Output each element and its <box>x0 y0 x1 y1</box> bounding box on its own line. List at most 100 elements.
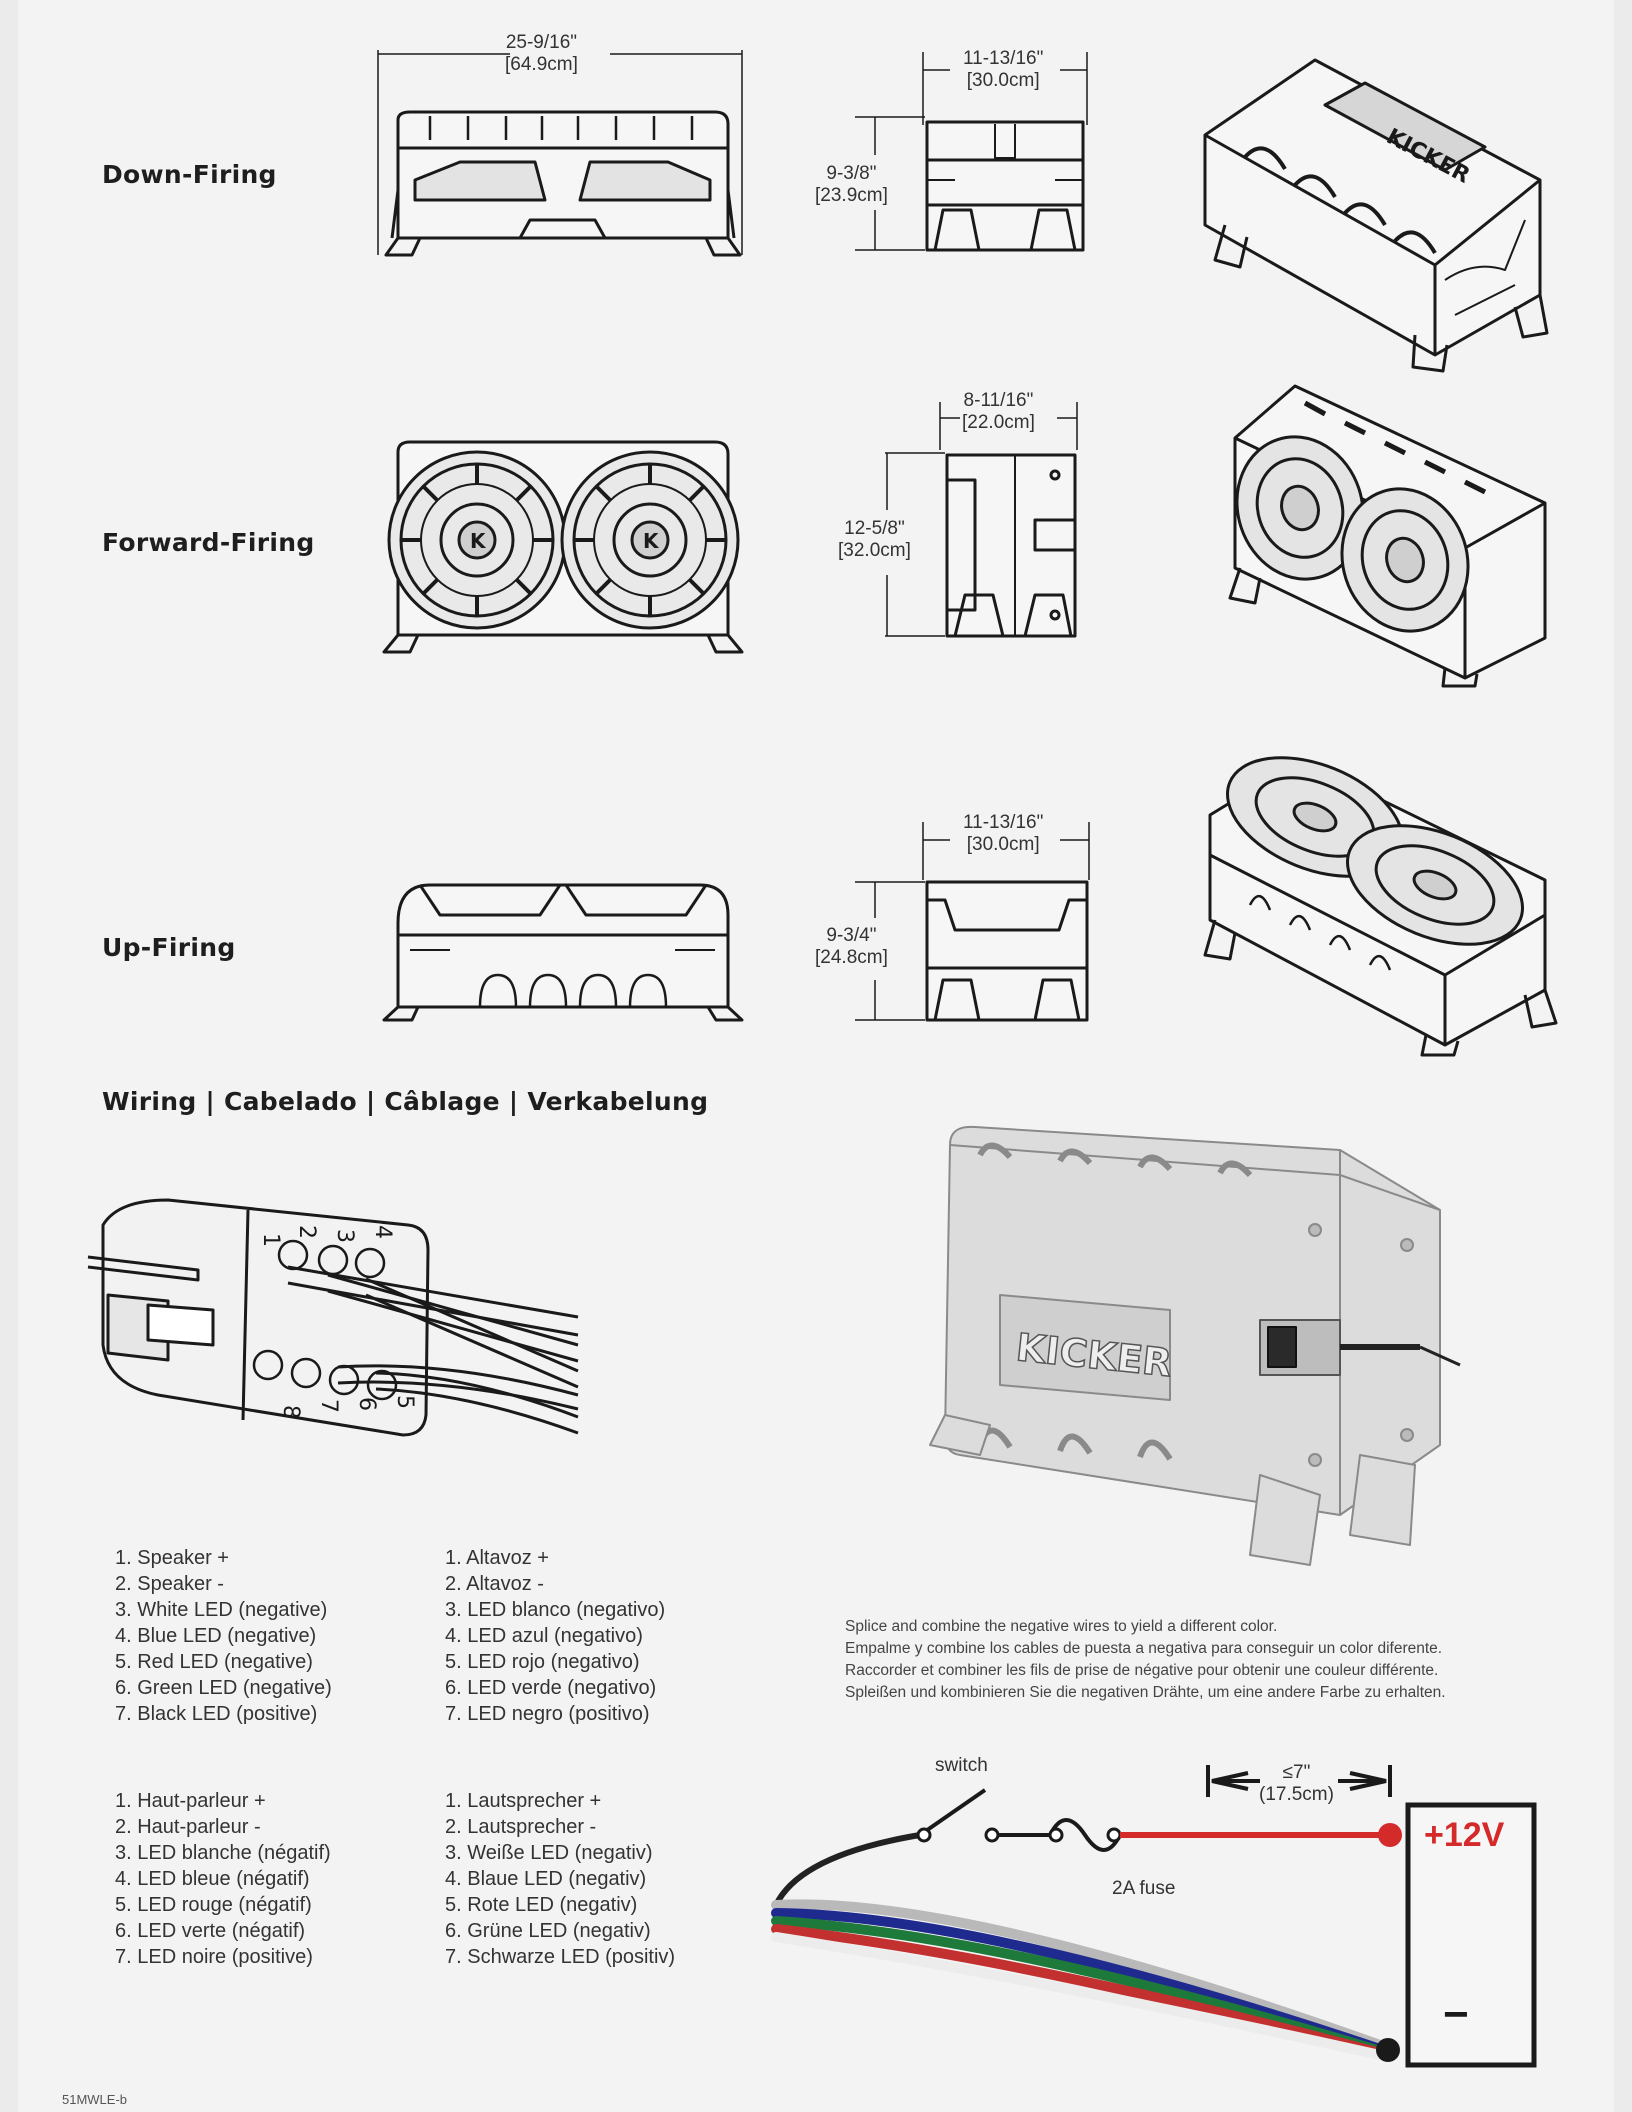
list-item: 5. LED rouge (négatif) <box>115 1894 312 1916</box>
wiring-list-french: 1. Haut-parleur + 2. Haut-parleur - 3. L… <box>115 1788 331 1970</box>
distance-inches: ≤7" <box>1282 1762 1311 1783</box>
dimension-inches: 8-11/16" <box>963 390 1034 411</box>
distance-label: ≤7" (17.5cm) <box>1259 1762 1334 1806</box>
list-item: 4. Blaue LED (negativ) <box>445 1868 647 1890</box>
down-firing-iso-view: KICKER <box>1203 58 1549 373</box>
up-firing-front-view <box>382 883 744 1022</box>
connector-pin-label: 2 <box>294 1225 319 1239</box>
list-item: 6. Green LED (negative) <box>115 1677 332 1699</box>
up-firing-depth-dimension: 11-13/16" [30.0cm] <box>963 812 1043 856</box>
list-item: 1. Lautsprecher + <box>445 1790 602 1812</box>
forward-firing-side-view <box>885 402 1078 638</box>
dimension-inches: 11-13/16" <box>963 48 1044 69</box>
connector-pin-label: 7 <box>316 1399 341 1413</box>
distance-cm: (17.5cm) <box>1259 1784 1334 1805</box>
connector-pin-label: 1 <box>258 1233 283 1247</box>
forward-firing-heading: Forward-Firing <box>102 528 315 557</box>
fuse-label: 2A fuse <box>1112 1878 1176 1899</box>
list-item: 2. Lautsprecher - <box>445 1816 597 1838</box>
enclosure-wiring-illustration: KICKER <box>929 1125 1461 1566</box>
wiring-connector-illustration: 1 2 3 4 5 6 7 8 <box>87 1198 579 1437</box>
manual-page <box>18 0 1614 2112</box>
svg-text:K: K <box>470 529 487 553</box>
document-code: 51MWLE-b <box>62 2092 128 2107</box>
forward-firing-depth-dimension: 8-11/16" [22.0cm] <box>962 390 1035 434</box>
forward-firing-iso-view <box>1228 384 1547 688</box>
dimension-cm: [30.0cm] <box>966 70 1040 91</box>
splice-note-line: Spleißen und kombinieren Sie die negativ… <box>845 1684 1446 1701</box>
down-firing-heading: Down-Firing <box>102 160 277 189</box>
down-firing-depth-dimension: 11-13/16" [30.0cm] <box>963 48 1043 92</box>
list-item: 1. Altavoz + <box>445 1547 549 1569</box>
list-item: 7. LED noire (positive) <box>115 1946 313 1968</box>
down-firing-height-dimension: 9-3/8" [23.9cm] <box>815 163 888 207</box>
forward-firing-front-view: K K <box>382 440 744 654</box>
connector-pin-label: 3 <box>332 1229 357 1243</box>
connector-pin-label: 5 <box>392 1395 417 1409</box>
wire-green <box>771 1916 1385 2056</box>
list-item: 1. Speaker + <box>115 1547 229 1569</box>
wiring-list-german: 1. Lautsprecher + 2. Lautsprecher - 3. W… <box>445 1788 675 1970</box>
list-item: 3. LED blanche (négatif) <box>115 1842 331 1864</box>
switch-contact-right <box>984 1827 1000 1843</box>
down-firing-front-view <box>377 50 743 257</box>
connector-pin-label: 4 <box>370 1225 395 1239</box>
dimension-inches: 25-9/16" <box>505 32 578 53</box>
up-firing-heading: Up-Firing <box>102 933 236 962</box>
woofer-left: K <box>387 450 567 630</box>
power-wiring-schematic <box>771 1765 1537 2068</box>
wire-red <box>771 1924 1385 2058</box>
splice-note-line: Raccorder et combiner les fils de prise … <box>845 1662 1439 1679</box>
dimension-cm: [23.9cm] <box>815 185 888 206</box>
list-item: 6. LED verte (négatif) <box>115 1920 306 1942</box>
list-item: 3. White LED (negative) <box>115 1599 328 1621</box>
splice-note-line: Splice and combine the negative wires to… <box>845 1618 1278 1635</box>
list-item: 5. Rote LED (negativ) <box>445 1894 638 1916</box>
switch-label: switch <box>935 1755 988 1776</box>
negative-label: − <box>1443 1990 1469 2039</box>
dimension-cm: [32.0cm] <box>838 540 911 561</box>
list-item: 5. Red LED (negative) <box>115 1651 313 1673</box>
positive-12v-label: +12V <box>1424 1816 1505 1854</box>
list-item: 2. Haut-parleur - <box>115 1816 261 1838</box>
dimension-cm: [22.0cm] <box>962 412 1035 433</box>
woofer-right: K <box>560 450 740 630</box>
list-item: 2. Altavoz - <box>445 1573 544 1595</box>
dimension-cm: [64.9cm] <box>505 54 578 75</box>
list-item: 1. Haut-parleur + <box>115 1790 266 1812</box>
wire-black <box>773 1832 923 1908</box>
splice-note: Splice and combine the negative wires to… <box>845 1616 1446 1704</box>
wiring-heading: Wiring | Cabelado | Câblage | Verkabelun… <box>102 1087 709 1116</box>
positive-terminal <box>1378 1823 1402 1847</box>
list-item: 6. LED verde (negativo) <box>445 1677 657 1699</box>
wiring-list-english: 1. Speaker + 2. Speaker - 3. White LED (… <box>115 1545 332 1727</box>
forward-firing-height-dimension: 12-5/8" [32.0cm] <box>838 518 911 562</box>
svg-text:K: K <box>643 529 660 553</box>
wire-white <box>771 1932 1385 2060</box>
list-item: 4. Blue LED (negative) <box>115 1625 317 1647</box>
list-item: 4. LED azul (negativo) <box>445 1625 643 1647</box>
up-firing-iso-view <box>1203 756 1558 1057</box>
connector-pin-label: 6 <box>354 1397 379 1411</box>
dimension-inches: 11-13/16" <box>963 812 1044 833</box>
battery-box <box>1405 1802 1537 2068</box>
connector-pin-label: 8 <box>278 1405 303 1419</box>
fuse-symbol <box>1048 1818 1122 1852</box>
wire-gray <box>771 1899 1385 2050</box>
up-firing-height-dimension: 9-3/4" [24.8cm] <box>815 925 888 969</box>
negative-terminal <box>1376 2038 1400 2062</box>
down-firing-width-dimension: 25-9/16" [64.9cm] <box>505 32 578 76</box>
switch-contact-left <box>916 1827 932 1843</box>
dimension-cm: [24.8cm] <box>815 947 888 968</box>
list-item: 7. Schwarze LED (positiv) <box>445 1946 676 1968</box>
wiring-list-spanish: 1. Altavoz + 2. Altavoz - 3. LED blanco … <box>445 1545 665 1727</box>
list-item: 2. Speaker - <box>115 1573 224 1595</box>
dimension-cm: [30.0cm] <box>966 834 1040 855</box>
list-item: 7. LED negro (positivo) <box>445 1703 650 1725</box>
list-item: 3. LED blanco (negativo) <box>445 1599 666 1621</box>
list-item: 6. Grüne LED (negativ) <box>445 1920 651 1942</box>
led-wire-bundle <box>771 1832 1385 2060</box>
switch-lever <box>918 1788 987 1837</box>
dimension-inches: 12-5/8" <box>844 518 905 539</box>
down-firing-side-view <box>855 52 1088 252</box>
